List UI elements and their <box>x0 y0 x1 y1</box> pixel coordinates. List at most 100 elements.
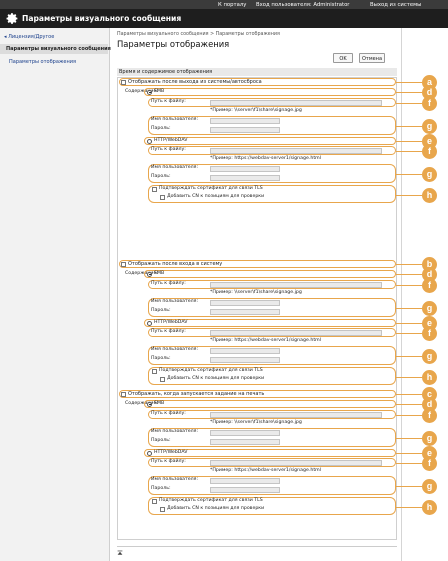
cn-verify-label: Добавить CN к позициям для проверки <box>167 194 265 199</box>
callout-leader-line <box>396 486 422 487</box>
http-webdav-label: HTTP/WebDAV <box>154 138 188 143</box>
tls-options-highlight <box>148 497 396 515</box>
sidebar: ◂ Лицензия/Другое Параметры визуального … <box>0 28 111 561</box>
tls-options-highlight <box>148 185 396 203</box>
callout-badge: f <box>422 144 437 159</box>
http-path-highlight <box>148 328 396 337</box>
cancel-button[interactable]: Отмена <box>359 53 385 63</box>
smb-option-highlight <box>144 400 396 408</box>
smb-credentials-highlight <box>148 116 396 135</box>
cn-verify-checkbox[interactable] <box>160 506 165 512</box>
cn-verify-checkbox[interactable] <box>160 194 165 200</box>
http-username-label: Имя пользователя: <box>151 165 199 170</box>
page-title: Параметры отображения <box>117 39 230 49</box>
http-path-label: Путь к файлу: <box>151 459 186 464</box>
smb-username-input[interactable] <box>210 299 280 306</box>
smb-username-label: Имя пользователя: <box>151 299 199 304</box>
sidebar-item-display-settings[interactable]: Параметры отображения <box>9 59 76 65</box>
smb-radio[interactable] <box>147 401 152 407</box>
http-webdav-label: HTTP/WebDAV <box>154 450 188 455</box>
smb-option-highlight <box>144 88 396 96</box>
smb-password-input[interactable] <box>210 126 280 133</box>
smb-path-input[interactable] <box>210 411 382 418</box>
callout-badge: h <box>422 188 437 203</box>
tls-verify-checkbox[interactable] <box>152 186 157 192</box>
callout-leader-line <box>396 285 422 286</box>
callout-leader-line <box>396 333 422 334</box>
breadcrumb: Параметры визуального сообщения > Параме… <box>117 32 280 37</box>
http-webdav-radio[interactable] <box>147 320 152 326</box>
display-trigger-checkbox[interactable] <box>121 391 126 397</box>
smb-password-input[interactable] <box>210 308 280 315</box>
smb-password-label: Пароль: <box>151 126 171 131</box>
cn-verify-checkbox[interactable] <box>160 376 165 382</box>
smb-path-label: Путь к файлу: <box>151 281 186 286</box>
smb-username-label: Имя пользователя: <box>151 429 199 434</box>
callout-leader-line <box>396 377 422 378</box>
callout-leader-line <box>396 438 422 439</box>
callout-badge: f <box>422 96 437 111</box>
sidebar-back-link[interactable]: ◂ Лицензия/Другое <box>4 34 55 40</box>
cn-verify-label: Добавить CN к позициям для проверки <box>167 506 265 511</box>
http-path-example: *Пример: https://webdav-server1/signage.… <box>210 468 322 473</box>
smb-password-label: Пароль: <box>151 308 171 313</box>
http-option-highlight <box>144 449 396 457</box>
callout-badge: f <box>422 408 437 423</box>
callout-leader-line <box>396 174 422 175</box>
smb-label: SMB <box>154 271 165 276</box>
scroll-to-top-icon[interactable] <box>117 550 123 556</box>
smb-password-input[interactable] <box>210 438 280 445</box>
content-right-border <box>401 28 402 561</box>
app-title: Параметры визуального сообщения <box>22 14 182 23</box>
http-password-input[interactable] <box>210 356 280 363</box>
http-path-example: *Пример: https://webdav-server1/signage.… <box>210 156 322 161</box>
http-path-input[interactable] <box>210 329 382 336</box>
smb-username-input[interactable] <box>210 117 280 124</box>
display-trigger-checkbox[interactable] <box>121 79 126 85</box>
footer-divider <box>117 546 397 547</box>
callout-badge: f <box>422 456 437 471</box>
gear-icon <box>6 13 18 24</box>
callout-leader-line <box>396 151 422 152</box>
http-path-input[interactable] <box>210 459 382 466</box>
portal-link[interactable]: К порталу <box>218 1 247 8</box>
http-password-label: Пароль: <box>151 174 171 179</box>
callout-leader-line <box>396 126 422 127</box>
smb-username-label: Имя пользователя: <box>151 117 199 122</box>
http-password-input[interactable] <box>210 486 280 493</box>
http-credentials-highlight <box>148 476 396 495</box>
http-username-label: Имя пользователя: <box>151 347 199 352</box>
logout-link[interactable]: Выход из системы <box>370 1 422 8</box>
http-webdav-radio[interactable] <box>147 138 152 144</box>
callout-badge: g <box>422 167 437 182</box>
smb-credentials-highlight <box>148 428 396 447</box>
http-username-input[interactable] <box>210 165 280 172</box>
smb-path-label: Путь к файлу: <box>151 411 186 416</box>
smb-label: SMB <box>154 89 165 94</box>
tls-verify-checkbox[interactable] <box>152 498 157 504</box>
smb-path-example: *Пример: \\server\f1\share\signage.jpg <box>210 290 302 295</box>
callout-badge: f <box>422 278 437 293</box>
callout-badge: g <box>422 349 437 364</box>
display-trigger-checkbox[interactable] <box>121 261 126 267</box>
callout-leader-line <box>396 195 422 196</box>
tls-verify-label: Подтверждать сертификат для связи TLS <box>159 368 263 373</box>
tls-verify-checkbox[interactable] <box>152 368 157 374</box>
http-username-input[interactable] <box>210 347 280 354</box>
http-password-input[interactable] <box>210 174 280 181</box>
ok-button[interactable]: OK <box>333 53 353 63</box>
smb-username-input[interactable] <box>210 429 280 436</box>
callout-leader-line <box>396 264 422 265</box>
smb-radio[interactable] <box>147 89 152 95</box>
display-trigger-highlight <box>119 390 396 398</box>
sidebar-item-visual-message[interactable]: Параметры визуального сообщения <box>0 44 111 54</box>
smb-option-highlight <box>144 270 396 278</box>
http-webdav-radio[interactable] <box>147 450 152 456</box>
smb-path-input[interactable] <box>210 281 382 288</box>
http-username-input[interactable] <box>210 477 280 484</box>
display-trigger-label: Отображать после входа в систему <box>128 261 223 267</box>
smb-radio[interactable] <box>147 271 152 277</box>
http-path-input[interactable] <box>210 147 382 154</box>
smb-path-input[interactable] <box>210 99 382 106</box>
http-path-label: Путь к файлу: <box>151 329 186 334</box>
